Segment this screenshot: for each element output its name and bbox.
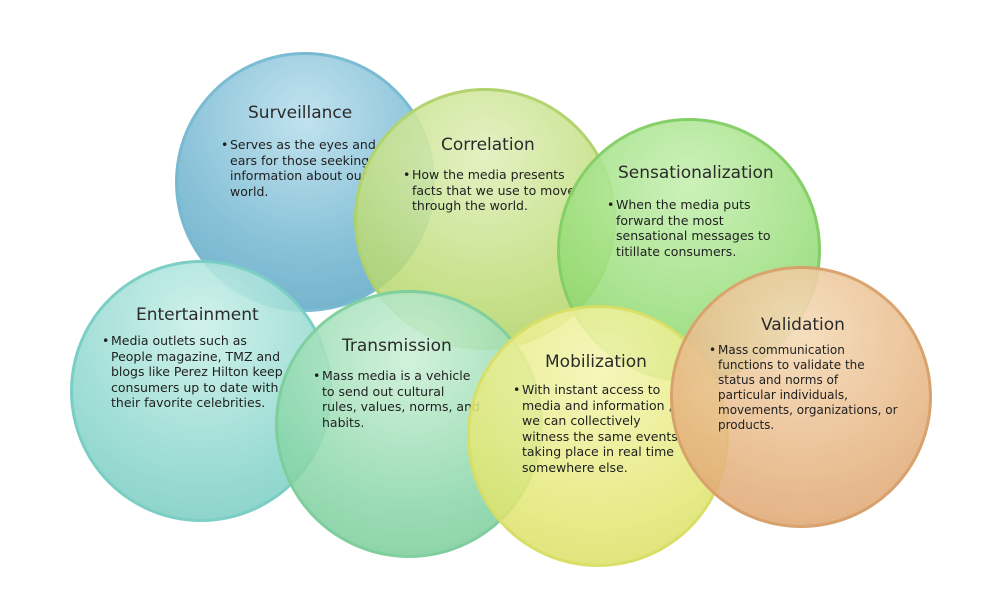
circle-validation: Validation • Mass communication function… (670, 266, 932, 528)
circle-title: Entertainment (136, 305, 259, 325)
circle-title: Transmission (342, 336, 452, 356)
circle-title: Mobilization (545, 352, 647, 372)
circle-title: Correlation (441, 135, 535, 155)
circle-text: • Serves as the eyes and ears for those … (221, 137, 376, 199)
circle-text: • Media outlets such as People magazine,… (102, 333, 283, 410)
bullet-icon: • (403, 167, 411, 182)
bullet-icon: • (221, 137, 229, 152)
bullet-icon: • (102, 333, 110, 348)
circle-text: • Mass media is a vehicle to send out cu… (313, 368, 480, 430)
circle-title: Surveillance (248, 103, 353, 123)
bullet-icon: • (709, 343, 717, 357)
circle-title: Sensationalization (618, 163, 774, 183)
bullet-icon: • (513, 382, 521, 397)
bullet-icon: • (607, 197, 615, 212)
circle-text: • Mass communication functions to valida… (709, 343, 898, 432)
circle-text: • When the media puts forward the most s… (607, 197, 771, 259)
circle-mobilization: Mobilization • With instant access to me… (467, 305, 729, 567)
bullet-icon: • (313, 368, 321, 383)
circle-text: • How the media presents facts that we u… (403, 167, 576, 213)
circle-title: Validation (761, 315, 845, 335)
circle-text: • With instant access to media and infor… (513, 382, 678, 475)
